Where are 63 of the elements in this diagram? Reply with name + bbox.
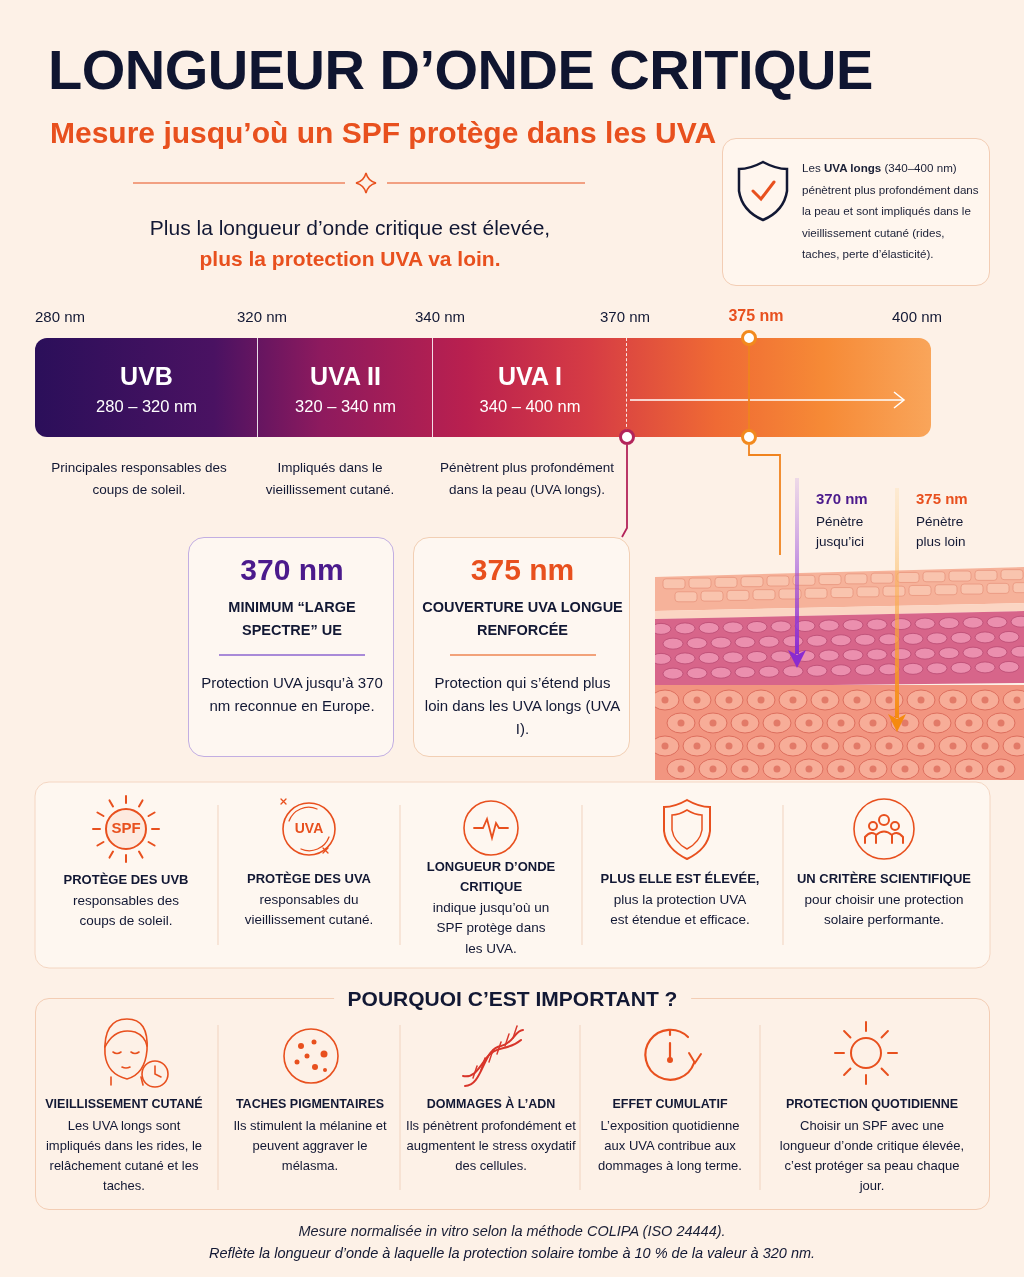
- tick-label: 320 nm: [235, 307, 288, 327]
- connector-line: [621, 444, 628, 538]
- footnote: Reflète la longueur d’onde à laquelle la protection solaire tombe à 10 % de la valeur à 320 nm.: [207, 1244, 817, 1263]
- card-text: Protection qui s’étend plus loin dans les UVA longs (UVA I).: [423, 673, 622, 739]
- band-description: Pénètrent plus profondément dans la peau (UVA longs).: [438, 459, 616, 500]
- intro-text: plus la protection UVA va loin.: [198, 246, 502, 272]
- tick-label: 400 nm: [890, 307, 943, 327]
- tick-label: 375 nm: [727, 306, 785, 326]
- band-range: 340 – 400 nm: [478, 396, 582, 417]
- reason-heading: TACHES PIGMENTAIRES: [234, 1096, 386, 1113]
- marker-dot: [619, 429, 635, 445]
- feature-text: indique jusqu’où un SPF protège dans les UVA.: [431, 899, 551, 958]
- reason-heading: PROTECTION QUOTIDIENNE: [784, 1096, 960, 1113]
- feature-text: responsables des coups de soleil.: [72, 892, 180, 931]
- depth-note: Pénètre jusqu’ici: [816, 513, 866, 552]
- feature-text: pour choisir une protection solaire performante.: [803, 891, 965, 930]
- band-name: UVA II: [309, 361, 382, 392]
- card-heading: 375 nm: [469, 552, 576, 588]
- info-text: Les UVA longs (340–400 nm) pénètrent plus profondément dans la peau et sont impliqués dans le vieillissement cutané (rides, taches, perte d’élasticité).: [802, 160, 980, 262]
- title: LONGUEUR D’ONDE CRITIQUE: [48, 37, 873, 103]
- depth-label: 375 nm: [916, 489, 969, 509]
- depth-note: Pénètre plus loin: [916, 513, 967, 552]
- depth-label: 370 nm: [816, 489, 869, 509]
- band-description: Impliqués dans le vieillissement cutané.: [264, 459, 396, 500]
- band-description: Principales responsables des coups de soleil.: [50, 459, 228, 500]
- reason-text: L’exposition quotidienne aux UVA contribue aux dommages à long terme.: [597, 1117, 743, 1176]
- band-name: UVB: [119, 361, 174, 392]
- feature-heading: UN CRITÈRE SCIENTIFIQUE: [795, 870, 973, 888]
- info-card: [722, 138, 990, 286]
- reason-text: Ils pénètrent profondément et augmentent le stress oxydatif des cellules.: [405, 1117, 577, 1176]
- info-card: [413, 537, 630, 757]
- reason-heading: VIEILLISSEMENT CUTANÉ: [44, 1096, 204, 1113]
- marker-dot: [741, 330, 757, 346]
- card-subheading: COUVERTURE UVA LONGUE RENFORCÉE: [422, 598, 623, 640]
- subtitle: Mesure jusqu’où un SPF protège dans les UVA: [50, 115, 718, 151]
- tick-label: 340 nm: [413, 307, 466, 327]
- info-card: [188, 537, 394, 757]
- marker-dot: [741, 429, 757, 445]
- card-subheading: MINIMUM “LARGE SPECTRE” UE: [227, 598, 357, 640]
- band-range: 280 – 320 nm: [95, 396, 198, 417]
- card-text: Protection UVA jusqu’à 370 nm reconnue en Europe.: [200, 673, 384, 716]
- tick-label: 370 nm: [598, 307, 651, 327]
- reason-text: Ils stimulent la mélanine et peuvent aggraver le mélasma.: [232, 1117, 388, 1176]
- feature-heading: PLUS ELLE EST ÉLEVÉE,: [599, 870, 761, 888]
- card-heading: 370 nm: [239, 552, 345, 588]
- tick-label: 280 nm: [35, 307, 87, 327]
- reason-text: Choisir un SPF avec une longueur d’onde critique élevée, c’est protéger sa peau chaque jour.: [778, 1117, 966, 1196]
- reason-heading: EFFET CUMULATIF: [611, 1096, 729, 1113]
- feature-heading: PROTÈGE DES UVA: [246, 870, 372, 888]
- feature-heading: PROTÈGE DES UVB: [62, 871, 190, 889]
- spectrum-bar: [35, 338, 931, 437]
- band-range: 320 – 340 nm: [294, 396, 397, 417]
- reason-heading: DOMMAGES À L’ADN: [425, 1096, 557, 1113]
- feature-text: plus la protection UVA est étendue et efficace.: [609, 891, 751, 930]
- intro-text: Plus la longueur d’onde critique est élevée,: [148, 215, 552, 241]
- reason-text: Les UVA longs sont impliqués dans les rides, le relâchement cutané et les taches.: [44, 1117, 204, 1196]
- icon-text: SPF: [110, 819, 142, 837]
- feature-text: responsables du vieillissement cutané.: [243, 891, 375, 930]
- caption: Mesure normalisée in vitro selon la méthode COLIPA (ISO 24444).: [297, 1222, 727, 1241]
- band-name: UVA I: [497, 361, 563, 392]
- icon-text: UVA: [293, 820, 325, 837]
- connector-line: [748, 444, 781, 556]
- feature-heading: LONGUEUR D’ONDE CRITIQUE: [425, 858, 557, 896]
